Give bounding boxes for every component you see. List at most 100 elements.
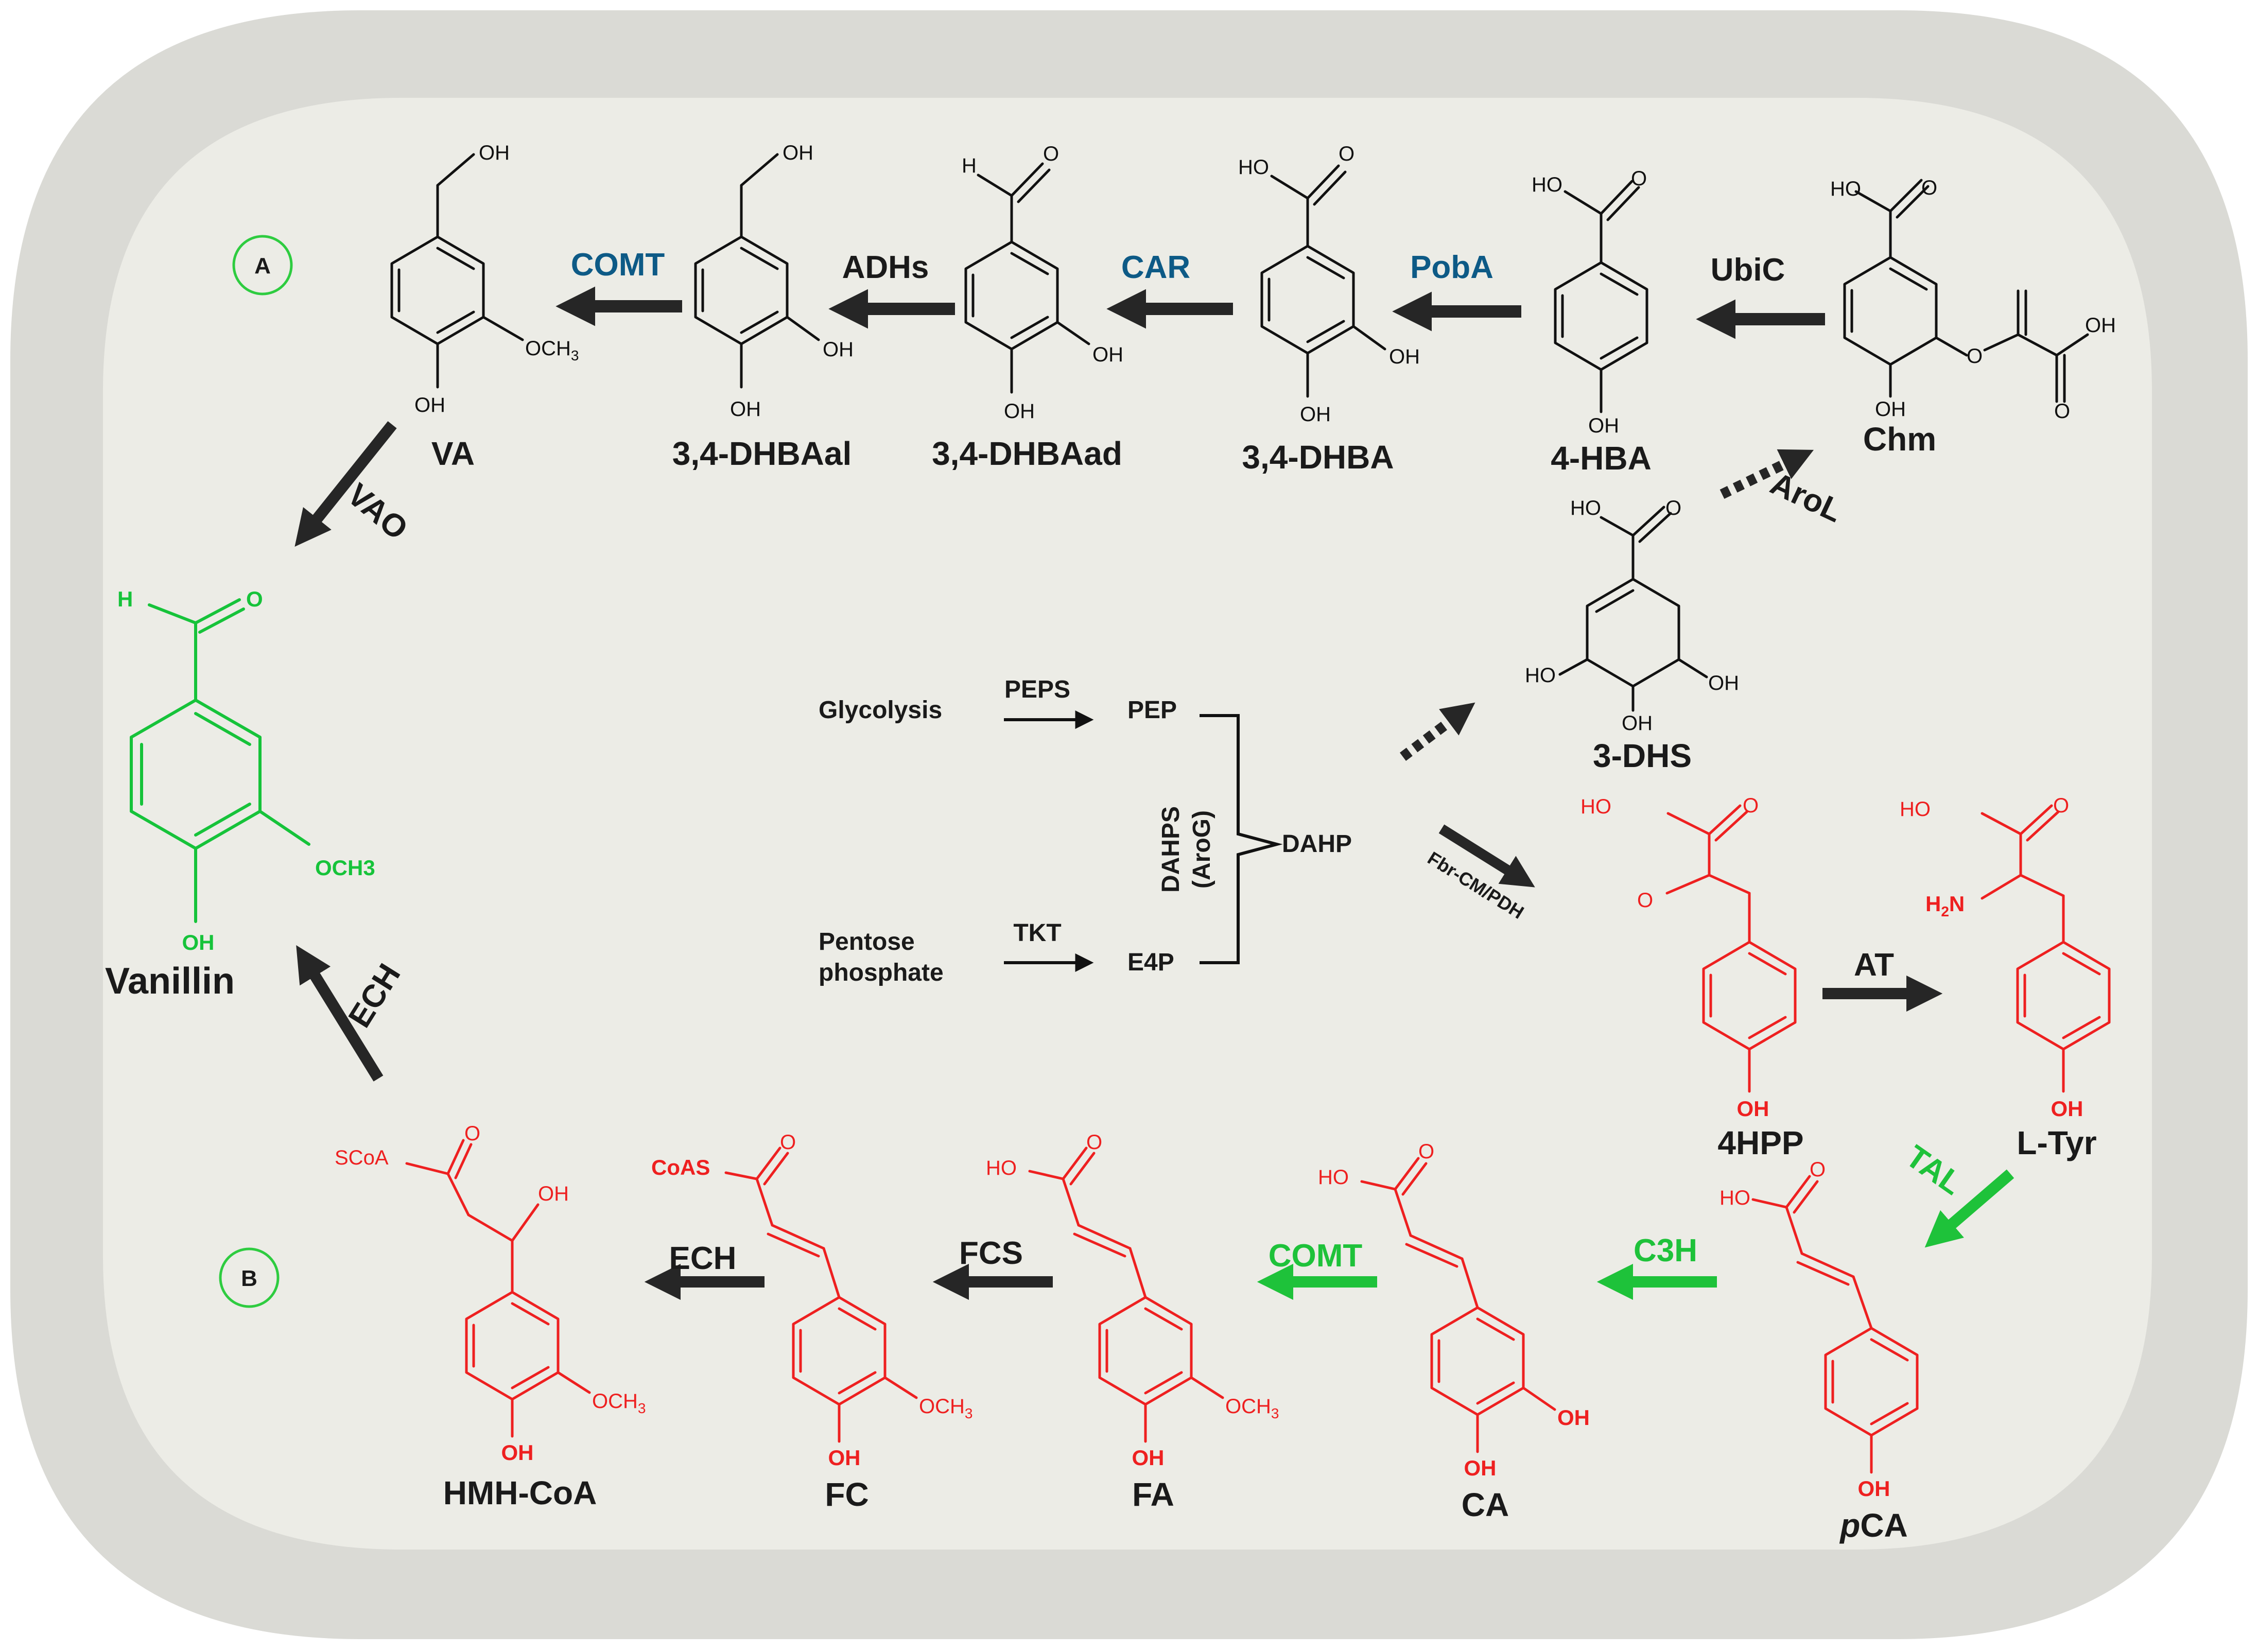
- svg-text:OH: OH: [1708, 672, 1739, 694]
- svg-text:OH: OH: [1092, 343, 1123, 366]
- enzyme-c3h: C3H: [1634, 1233, 1697, 1268]
- enzyme-car: CAR: [1121, 250, 1190, 285]
- svg-text:O: O: [1043, 143, 1059, 165]
- svg-text:OH: OH: [1300, 403, 1331, 426]
- enzyme-arog: (AroG): [1188, 810, 1215, 889]
- enzyme-ubic: UbiC: [1711, 252, 1785, 288]
- pentose-label-2: phosphate: [819, 959, 944, 986]
- route-b-label: B: [219, 1247, 280, 1308]
- svg-text:HO: HO: [1580, 795, 1611, 818]
- hpp-structure: HO O O OH: [1580, 794, 1797, 1121]
- svg-text:OH: OH: [1588, 414, 1619, 437]
- svg-text:HO: HO: [1238, 156, 1269, 179]
- arrow-dhs-to-chm: [1719, 449, 1814, 499]
- dhs-label: 3-DHS: [1593, 737, 1692, 774]
- svg-text:O: O: [1086, 1131, 1102, 1154]
- svg-text:HO: HO: [1719, 1187, 1750, 1209]
- dhbaad-structure: H O OH OH: [962, 143, 1123, 423]
- svg-text:O: O: [1665, 497, 1681, 519]
- pca-structure: HO O OH: [1719, 1158, 1919, 1501]
- svg-text:OCH3: OCH3: [315, 856, 375, 880]
- svg-text:CoAS: CoAS: [651, 1155, 710, 1179]
- svg-text:OH: OH: [1622, 712, 1653, 735]
- dahp-bracket: [1200, 714, 1283, 964]
- pentose-label-1: Pentose: [819, 928, 915, 955]
- chm-label: Chm: [1863, 421, 1936, 458]
- svg-text:OH: OH: [479, 142, 510, 164]
- svg-text:HO: HO: [1318, 1166, 1349, 1189]
- svg-text:HO: HO: [1532, 173, 1562, 196]
- svg-text:OH: OH: [1557, 1405, 1590, 1430]
- enzyme-dahps: DAHPS: [1157, 806, 1185, 893]
- svg-text:HO: HO: [1570, 497, 1601, 519]
- dhbaal-label: 3,4-DHBAal: [672, 435, 852, 472]
- svg-text:HO: HO: [986, 1157, 1017, 1179]
- hmhcoa-structure: SCoA O OH OCH3 OH: [335, 1122, 646, 1465]
- ltyr-structure: HO O H2N OH: [1900, 794, 2111, 1121]
- svg-text:O: O: [1418, 1140, 1434, 1163]
- dhba-label: 3,4-DHBA: [1242, 439, 1394, 476]
- svg-text:OCH3: OCH3: [1225, 1395, 1279, 1421]
- svg-text:OCH3: OCH3: [525, 337, 579, 363]
- e4p-label: E4P: [1127, 949, 1174, 976]
- svg-text:O: O: [1743, 794, 1759, 817]
- vanillin-label: Vanillin: [105, 961, 235, 1002]
- svg-text:OH: OH: [1389, 345, 1420, 368]
- enzyme-adhs: ADHs: [842, 250, 929, 285]
- fa-label: FA: [1132, 1476, 1174, 1513]
- svg-text:H2N: H2N: [1925, 892, 1965, 919]
- pep-label: PEP: [1127, 697, 1177, 724]
- dahp-label: DAHP: [1282, 830, 1352, 858]
- va-structure: OH OCH3 OH: [390, 142, 579, 416]
- enzyme-peps: PEPS: [1004, 676, 1070, 703]
- svg-text:OH: OH: [730, 398, 761, 421]
- fc-label: FC: [825, 1476, 869, 1513]
- hba-structure: HO O OH: [1532, 167, 1648, 437]
- vanillin-structure: H O OCH3 OH: [117, 587, 375, 954]
- svg-text:OH: OH: [2051, 1097, 2083, 1121]
- svg-text:OH: OH: [501, 1440, 534, 1465]
- cell-inner: [103, 98, 2152, 1550]
- svg-text:O: O: [2054, 400, 2070, 423]
- svg-text:HO: HO: [1830, 178, 1861, 200]
- chm-structure: HO O O OH O OH: [1830, 177, 2116, 423]
- dhba-structure: HO O OH OH: [1238, 143, 1420, 426]
- hba-label: 4-HBA: [1551, 440, 1652, 477]
- enzyme-comt-b: COMT: [1269, 1238, 1363, 1274]
- svg-text:O: O: [464, 1122, 480, 1145]
- svg-text:OH: OH: [1464, 1456, 1497, 1480]
- svg-text:OH: OH: [783, 142, 813, 164]
- arrow-ltyr-to-pca: [1924, 1169, 2014, 1248]
- enzyme-at: AT: [1854, 947, 1894, 983]
- svg-text:O: O: [1637, 889, 1653, 912]
- svg-text:O: O: [1921, 177, 1937, 199]
- svg-text:A: A: [254, 253, 271, 279]
- svg-text:OH: OH: [828, 1446, 861, 1470]
- hpp-label: 4HPP: [1717, 1124, 1803, 1161]
- arrow-dahp-to-hpp: [1438, 824, 1535, 888]
- svg-text:OCH3: OCH3: [919, 1395, 972, 1421]
- glycolysis-label: Glycolysis: [819, 697, 942, 724]
- svg-text:O: O: [1339, 143, 1354, 165]
- svg-text:B: B: [241, 1266, 257, 1291]
- arrow-va-to-vanillin: [294, 421, 397, 547]
- enzyme-fcs: FCS: [959, 1236, 1023, 1271]
- svg-text:OH: OH: [2085, 314, 2116, 337]
- svg-text:H: H: [962, 154, 977, 177]
- fa-structure: HO O OCH3 OH: [986, 1131, 1279, 1470]
- svg-text:OCH3: OCH3: [592, 1390, 646, 1416]
- svg-text:O: O: [780, 1131, 796, 1154]
- svg-text:O: O: [2053, 794, 2069, 817]
- route-a-label: A: [232, 235, 293, 295]
- fc-structure: CoAS O OCH3 OH: [651, 1131, 972, 1470]
- hmhcoa-label: HMH-CoA: [443, 1474, 597, 1511]
- svg-text:SCoA: SCoA: [335, 1146, 389, 1169]
- svg-text:O: O: [1631, 167, 1647, 190]
- enzyme-tkt: TKT: [1013, 919, 1061, 947]
- dhbaal-structure: OH OH OH: [694, 142, 854, 421]
- svg-text:OH: OH: [823, 338, 854, 361]
- enzyme-poba: PobA: [1410, 250, 1493, 285]
- svg-text:H: H: [117, 587, 133, 611]
- svg-text:HO: HO: [1525, 664, 1556, 687]
